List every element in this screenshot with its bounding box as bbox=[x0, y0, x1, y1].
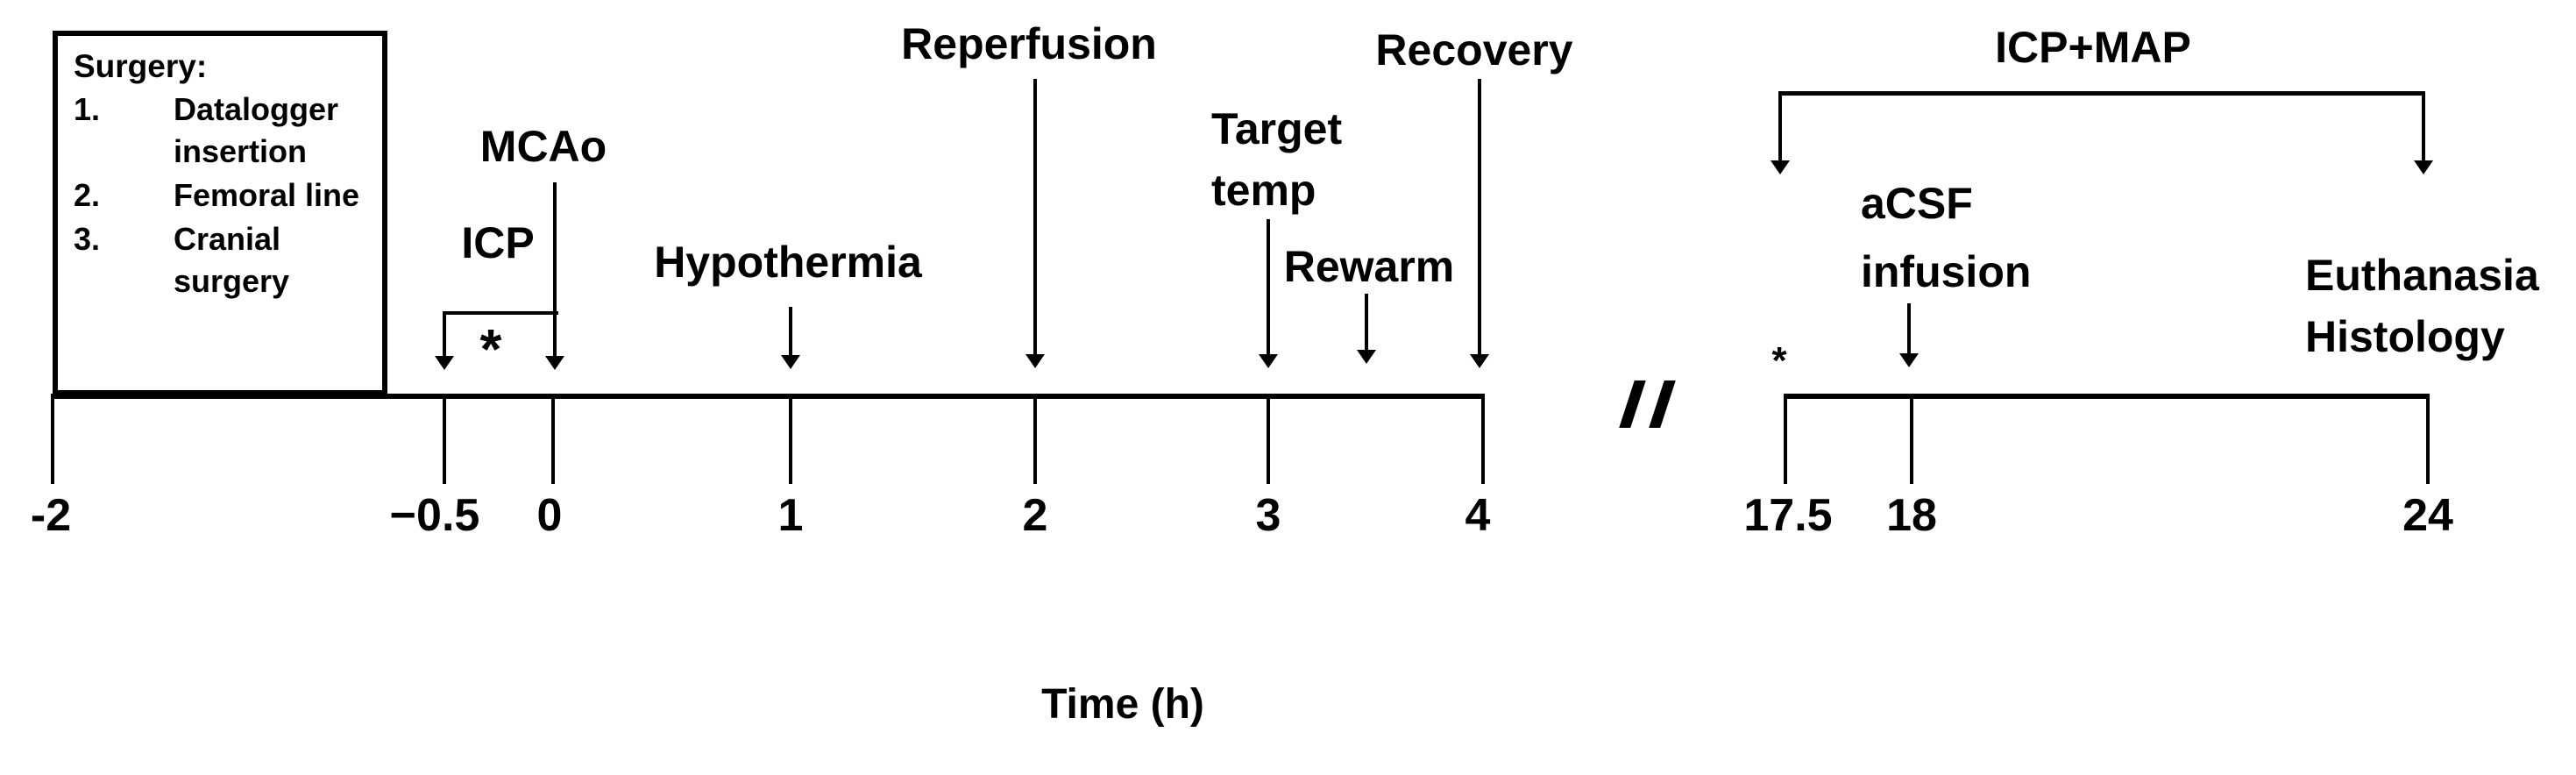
reperfusion-label: Reperfusion bbox=[901, 19, 1157, 68]
acsf-label-line2: infusion bbox=[1861, 247, 2032, 296]
icp-map-bracket-line bbox=[1778, 91, 2425, 96]
reperfusion-arrow bbox=[1025, 79, 1045, 368]
tick-18 bbox=[1910, 394, 1913, 484]
target-temp-arrow bbox=[1259, 219, 1278, 368]
tick-4 bbox=[1481, 394, 1485, 484]
tick--0.5 bbox=[443, 394, 446, 484]
tick-24 bbox=[2426, 394, 2430, 484]
icp-map-label: ICP+MAP bbox=[1995, 23, 2191, 72]
tick-label-2: 2 bbox=[1022, 490, 1048, 541]
icp-map-arrow-right bbox=[2414, 91, 2433, 174]
asterisk-left: * bbox=[479, 317, 502, 380]
surgery-box-title: Surgery: bbox=[74, 48, 208, 84]
recovery-label: Recovery bbox=[1375, 25, 1573, 75]
tick-label-17.5: 17.5 bbox=[1743, 490, 1833, 541]
hypothermia-arrow bbox=[781, 307, 800, 369]
tick-17.5 bbox=[1784, 394, 1787, 484]
tick-label--2: -2 bbox=[30, 490, 72, 541]
surgery-item-text: Datalogger insertion bbox=[174, 89, 338, 173]
tick-label-24: 24 bbox=[2402, 490, 2453, 541]
tick-label-18: 18 bbox=[1886, 490, 1937, 541]
icp-label: ICP bbox=[461, 218, 535, 267]
surgery-item-line: Cranial bbox=[174, 221, 281, 257]
target-temp-label-line2: temp bbox=[1211, 166, 1316, 215]
surgery-item-number: 3. bbox=[74, 221, 101, 257]
rewarm-arrow bbox=[1357, 294, 1376, 364]
mcao-arrow bbox=[545, 182, 564, 370]
surgery-item-line: insertion bbox=[174, 133, 308, 169]
target-temp-label-line1: Target bbox=[1211, 104, 1343, 153]
tick--2 bbox=[51, 394, 54, 484]
surgery-item-line: surgery bbox=[174, 263, 290, 299]
surgery-box: Surgery: 1. Datalogger insertion 2. Femo… bbox=[53, 31, 387, 395]
tick-label-3: 3 bbox=[1255, 490, 1281, 541]
icp-map-arrow-left bbox=[1771, 91, 1790, 174]
axis-title: Time (h) bbox=[1041, 681, 1204, 728]
acsf-label-line1: aCSF bbox=[1861, 179, 1973, 228]
hypothermia-label: Hypothermia bbox=[654, 238, 922, 287]
surgery-list-item-2: 2. Femoral line bbox=[74, 174, 382, 217]
tick-0 bbox=[551, 394, 555, 484]
mcao-label: MCAo bbox=[479, 122, 607, 171]
surgery-list-item-3: 3. Cranial surgery bbox=[74, 218, 382, 302]
tick-2 bbox=[1033, 394, 1037, 484]
tick-3 bbox=[1267, 394, 1270, 484]
tick-label-0: 0 bbox=[536, 490, 563, 541]
timeline-segment-2 bbox=[1784, 394, 2430, 399]
euthanasia-label-line1: Euthanasia bbox=[2305, 251, 2539, 300]
tick-1 bbox=[789, 394, 792, 484]
tick-label--0.5: −0.5 bbox=[389, 490, 480, 541]
asterisk-right: * bbox=[1771, 339, 1787, 382]
rewarm-label: Rewarm bbox=[1283, 242, 1455, 291]
icp-bracket-line bbox=[443, 311, 558, 315]
tick-label-4: 4 bbox=[1465, 490, 1491, 541]
surgery-item-number: 2. bbox=[74, 177, 101, 213]
tick-label-1: 1 bbox=[777, 490, 804, 541]
timeline-segment-1 bbox=[53, 394, 1485, 399]
surgery-list-item-1: 1. Datalogger insertion bbox=[74, 89, 382, 173]
icp-arrow-left bbox=[435, 311, 454, 370]
euthanasia-label-line2: Histology bbox=[2305, 312, 2505, 361]
surgery-item-text: Cranial surgery bbox=[174, 218, 289, 302]
surgery-item-line: Femoral line bbox=[174, 177, 360, 213]
surgery-item-number: 1. bbox=[74, 91, 101, 127]
surgery-item-line: Datalogger bbox=[174, 91, 339, 127]
recovery-arrow bbox=[1470, 79, 1489, 368]
surgery-item-text: Femoral line bbox=[174, 174, 359, 217]
acsf-infusion-arrow bbox=[1899, 303, 1919, 367]
